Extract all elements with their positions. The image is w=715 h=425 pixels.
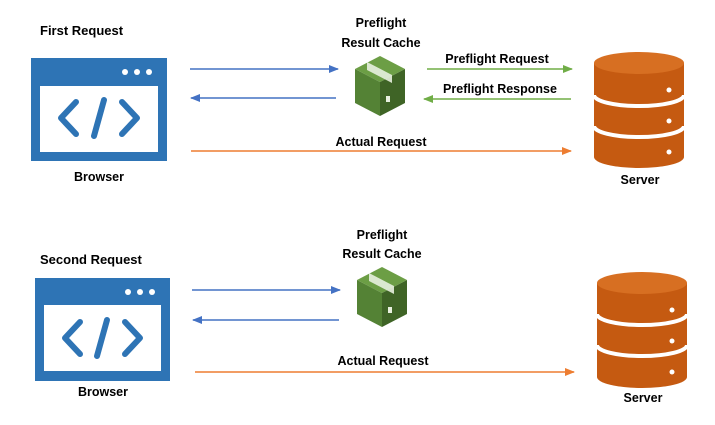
first-server-icon — [592, 52, 686, 168]
first-preflight-request-label: Preflight Request — [445, 52, 549, 66]
second-server-label: Server — [623, 391, 663, 405]
first-browser-icon — [31, 58, 167, 161]
first-browser-label: Browser — [73, 170, 125, 184]
second-browser-label: Browser — [77, 385, 129, 399]
first-server-label: Server — [620, 173, 660, 187]
first-section-title: First Request — [40, 23, 124, 38]
first-preflight-response-label: Preflight Response — [443, 82, 557, 96]
second-browser-icon — [35, 278, 170, 381]
first-cache-label-line2: Result Cache — [341, 36, 421, 50]
second-server-icon — [595, 272, 689, 388]
second-cache-box-icon — [357, 267, 407, 327]
second-cache-label-line1: Preflight — [356, 228, 408, 242]
first-cache-box-icon — [355, 56, 405, 116]
first-cache-label-line1: Preflight — [355, 16, 407, 30]
second-cache-label-line2: Result Cache — [342, 247, 422, 261]
second-actual-request-label: Actual Request — [337, 354, 429, 368]
second-section-title: Second Request — [40, 252, 142, 267]
first-actual-request-label: Actual Request — [335, 135, 427, 149]
